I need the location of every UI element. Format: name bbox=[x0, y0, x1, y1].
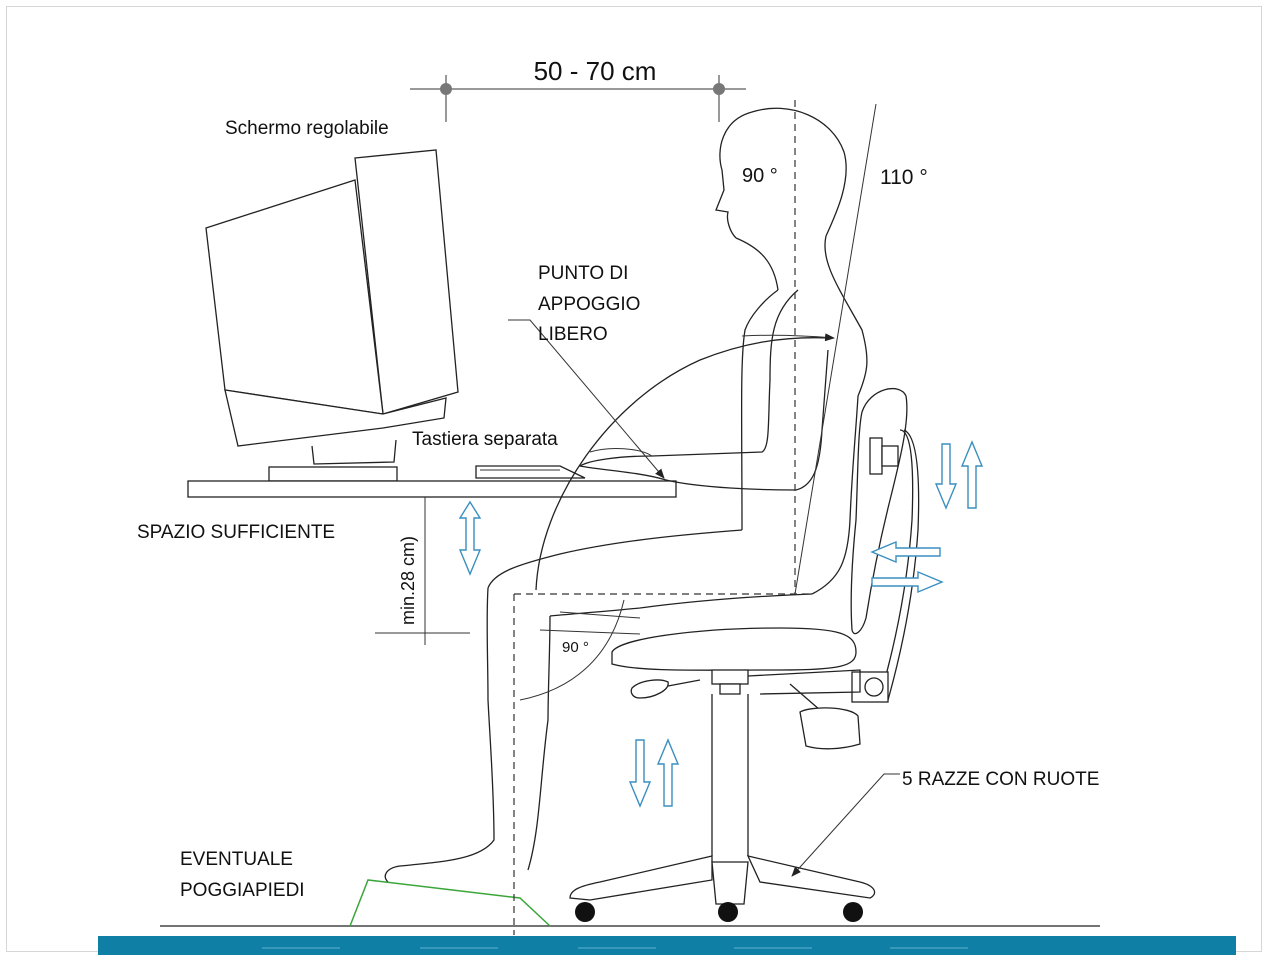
office-chair bbox=[569, 387, 920, 922]
knee-angle-label: 90 ° bbox=[562, 639, 589, 656]
support-label-line2: APPOGGIO bbox=[538, 294, 640, 315]
screen-label: Schermo regolabile bbox=[225, 118, 389, 139]
head-angle-label: 90 ° bbox=[742, 165, 778, 187]
legroom-label: min.28 cm) bbox=[398, 536, 418, 625]
text-labels: 50 - 70 cm Schermo regolabile 90 ° 110 °… bbox=[137, 56, 1099, 901]
desk bbox=[187, 465, 677, 645]
keyboard-label: Tastiera separata bbox=[412, 429, 558, 450]
leader-lines bbox=[508, 319, 900, 877]
distance-label: 50 - 70 cm bbox=[534, 56, 657, 86]
monitor bbox=[205, 149, 459, 482]
distance-dimension bbox=[410, 75, 746, 122]
wheels-label: 5 RAZZE CON RUOTE bbox=[902, 769, 1099, 790]
reference-lines bbox=[513, 100, 877, 935]
adjust-arrows bbox=[458, 440, 984, 808]
footrest-label-line2: POGGIAPIEDI bbox=[180, 880, 305, 901]
footrest-label-line1: EVENTUALE bbox=[180, 849, 293, 870]
seated-person bbox=[384, 107, 868, 883]
space-label: SPAZIO SUFFICIENTE bbox=[137, 522, 335, 543]
floor bbox=[98, 925, 1236, 955]
footrest bbox=[349, 879, 551, 927]
back-angle-label: 110 ° bbox=[880, 166, 928, 189]
support-label-line3: LIBERO bbox=[538, 324, 608, 345]
support-label-line1: PUNTO DI bbox=[538, 263, 628, 284]
